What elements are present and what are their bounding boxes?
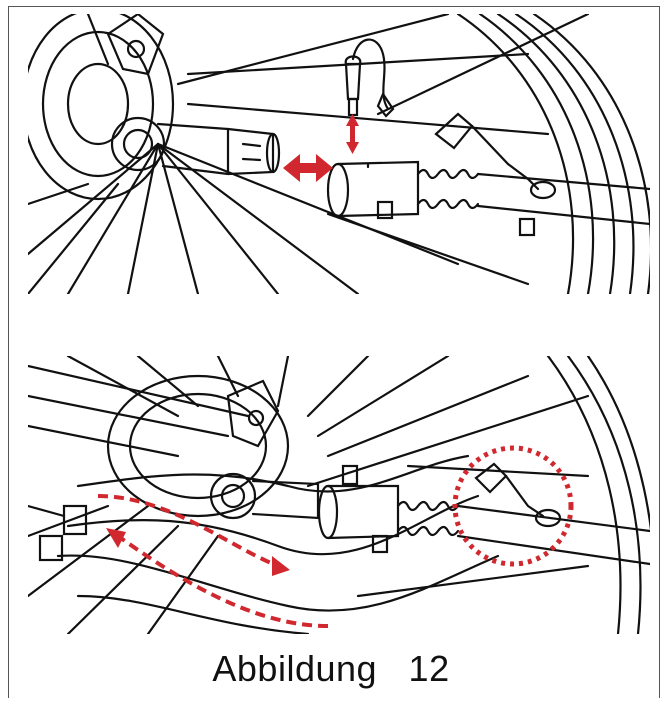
slide-double-arrow-icon: [283, 154, 333, 182]
axle-attachment-illustration: [28, 14, 650, 294]
top-illustration-panel: [28, 14, 650, 294]
caption-number: 12: [408, 648, 450, 689]
return-arrowhead-icon: [106, 528, 126, 548]
bottom-illustration-panel: [28, 356, 650, 634]
clip-highlight-circle: [452, 445, 574, 567]
insert-arrow-icon: [346, 114, 359, 154]
caption-word: Abbildung: [212, 648, 378, 689]
strap-routing-arrows: [97, 494, 329, 628]
strap-routing-illustration: [28, 356, 650, 634]
figure-caption: Abbildung 12: [0, 648, 662, 690]
figure-frame: [8, 6, 660, 698]
forward-arrowhead-icon: [272, 556, 290, 576]
